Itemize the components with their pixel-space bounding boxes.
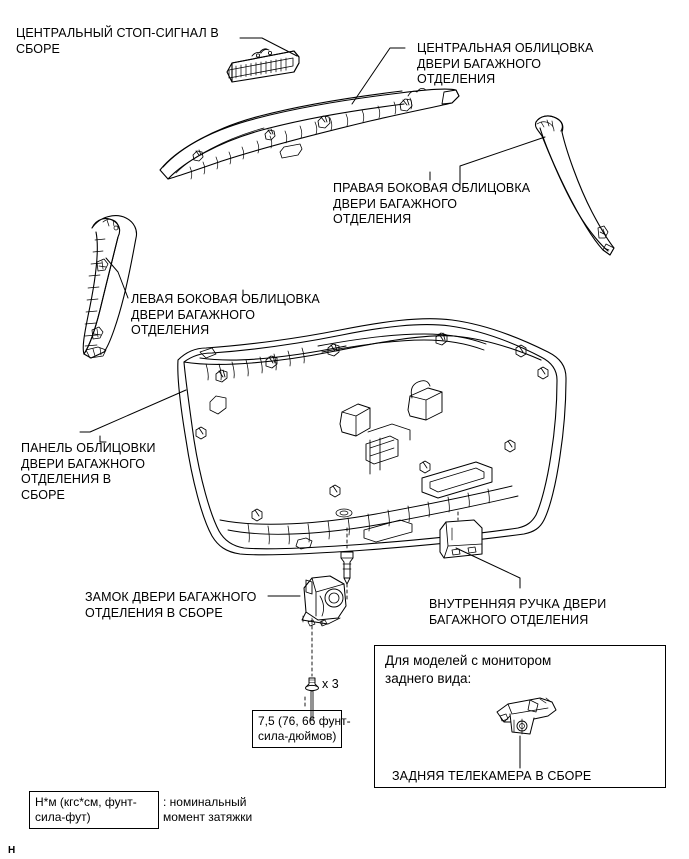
trim-panel-art <box>177 318 567 556</box>
leader-trim-panel <box>79 389 187 433</box>
callout-luggage-door-right-side-garnish: ПРАВАЯ БОКОВАЯ ОБЛИЦОВКА ДВЕРИ БАГАЖНОГО… <box>333 181 531 226</box>
callout-luggage-door-lock-assembly: ЗАМОК ДВЕРИ БАГАЖНОГО ОТДЕЛЕНИЯ В СБОРЕ <box>85 590 257 620</box>
callout-luggage-door-trim-panel-assembly: ПАНЕЛЬ ОБЛИЦОВКИ ДВЕРИ БАГАЖНОГО ОТДЕЛЕН… <box>21 441 156 502</box>
torque-spec-value: 7,5 (76, 66 фунт- сила-дюймов) <box>258 714 351 743</box>
callout-center-stop-lamp-assembly: ЦЕНТРАЛЬНЫЙ СТОП-СИГНАЛ В СБОРЕ <box>16 26 219 56</box>
screw-quantity-marker: x 3 <box>322 677 339 691</box>
rear-monitor-note-box <box>374 645 666 788</box>
torque-legend-definition: : номинальный момент затяжки <box>163 795 253 824</box>
panel-screw-art <box>340 527 354 601</box>
center-garnish-art <box>159 88 460 180</box>
callout-luggage-door-left-side-garnish: ЛЕВАЯ БОКОВАЯ ОБЛИЦОВКА ДВЕРИ БАГАЖНОГО … <box>131 292 320 337</box>
callout-luggage-door-center-garnish: ЦЕНТРАЛЬНАЯ ОБЛИЦОВКА ДВЕРИ БАГАЖНОГО ОТ… <box>417 41 594 86</box>
leader-right-side-garnish <box>459 136 546 187</box>
callout-rear-television-camera-assembly: ЗАДНЯЯ ТЕЛЕКАМЕРА В СБОРЕ <box>392 769 592 783</box>
left-side-garnish-art <box>82 215 138 359</box>
leader-left-side-garnish <box>105 257 129 299</box>
page-corner-mark: H <box>8 845 16 856</box>
leader-center-garnish <box>351 47 406 105</box>
callout-luggage-door-inner-handle: ВНУТРЕННЯЯ РУЧКА ДВЕРИ БАГАЖНОГО ОТДЕЛЕН… <box>429 597 607 627</box>
inner-handle-art <box>439 511 483 559</box>
torque-legend-unit: Н*м (кгс*см, фунт- сила-фут) <box>35 795 137 824</box>
torque-legend-box <box>29 791 159 829</box>
rear-monitor-note-title: Для моделей с монитором заднего вида: <box>385 653 552 686</box>
leader-inner-handle <box>455 547 521 589</box>
torque-spec-box <box>252 710 342 748</box>
